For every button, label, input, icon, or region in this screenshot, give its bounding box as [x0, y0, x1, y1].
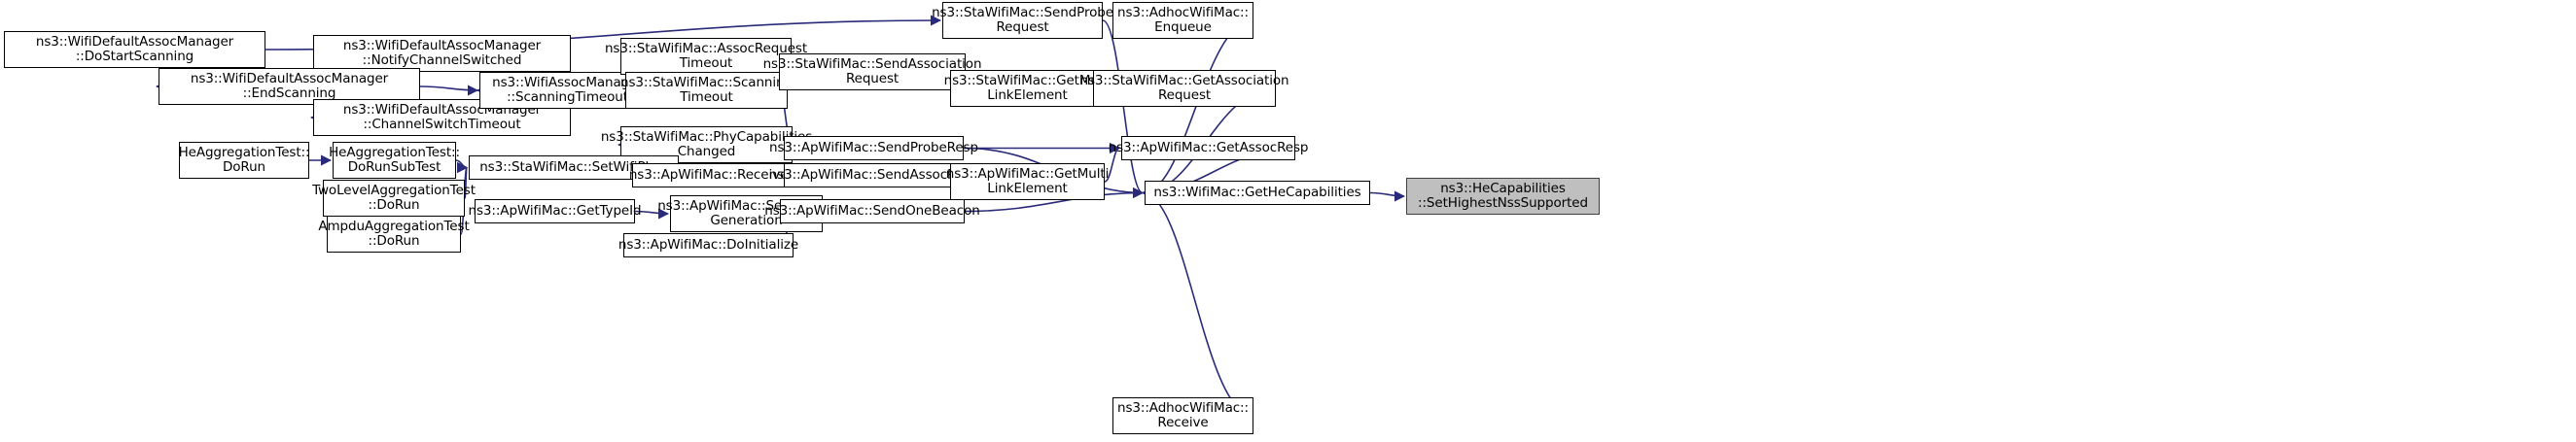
- graph-node[interactable]: ns3::StaWifiMac::SendProbe Request: [932, 2, 1113, 39]
- graph-node[interactable]: HeAggregationTest:: DoRunSubTest: [329, 142, 460, 179]
- graph-node[interactable]: ns3::HeCapabilities ::SetHighestNssSuppo…: [1406, 178, 1600, 215]
- graph-edge: [1104, 142, 1121, 183]
- graph-node[interactable]: TwoLevelAggregationTest ::DoRun: [312, 180, 476, 217]
- graph-node[interactable]: ns3::StaWifiMac::Scanning Timeout: [620, 72, 793, 109]
- graph-node[interactable]: ns3::WifiMac::GetHeCapabilities: [1145, 181, 1370, 205]
- graph-node[interactable]: ns3::StaWifiMac::GetMulti LinkElement: [944, 70, 1111, 107]
- graph-edge: [419, 85, 479, 96]
- graph-edge: [1369, 190, 1406, 202]
- graph-node[interactable]: ns3::WifiDefaultAssocManager ::NotifyCha…: [313, 35, 571, 72]
- graph-node[interactable]: ns3::StaWifiMac::SendAssociation Request: [763, 53, 982, 90]
- graph-node[interactable]: ns3::ApWifiMac::GetTypeId: [469, 199, 642, 223]
- graph-node[interactable]: ns3::AdhocWifiMac:: Receive: [1112, 397, 1253, 434]
- graph-node[interactable]: ns3::ApWifiMac::GetMulti LinkElement: [946, 163, 1109, 200]
- graph-node[interactable]: ns3::StaWifiMac::AssocRequest Timeout: [605, 38, 807, 75]
- graph-node[interactable]: ns3::StaWifiMac::GetAssociation Request: [1080, 70, 1289, 107]
- graph-node[interactable]: ns3::AdhocWifiMac:: Enqueue: [1112, 2, 1253, 39]
- graph-edge: [634, 208, 670, 220]
- graph-node[interactable]: ns3::WifiDefaultAssocManager ::EndScanni…: [159, 68, 420, 105]
- graph-node[interactable]: ns3::ApWifiMac::SendOneBeacon: [764, 199, 980, 223]
- graph-node[interactable]: AmpduAggregationTest ::DoRun: [318, 216, 470, 253]
- graph-edge: [1141, 187, 1254, 417]
- graph-node[interactable]: ns3::WifiDefaultAssocManager ::DoStartSc…: [4, 31, 265, 68]
- graph-node[interactable]: ns3::ApWifiMac::SendAssocResp: [769, 163, 978, 187]
- graph-node[interactable]: HeAggregationTest:: DoRun: [179, 142, 310, 179]
- graph-node[interactable]: ns3::ApWifiMac::SendProbeResp: [769, 136, 978, 160]
- graph-node[interactable]: ns3::ApWifiMac::GetAssocResp: [1109, 136, 1308, 160]
- graph-edge: [964, 187, 1145, 213]
- graph-node[interactable]: ns3::ApWifiMac::DoInitialize: [618, 233, 798, 257]
- graph-node[interactable]: ns3::ApWifiMac::Receive: [629, 163, 788, 187]
